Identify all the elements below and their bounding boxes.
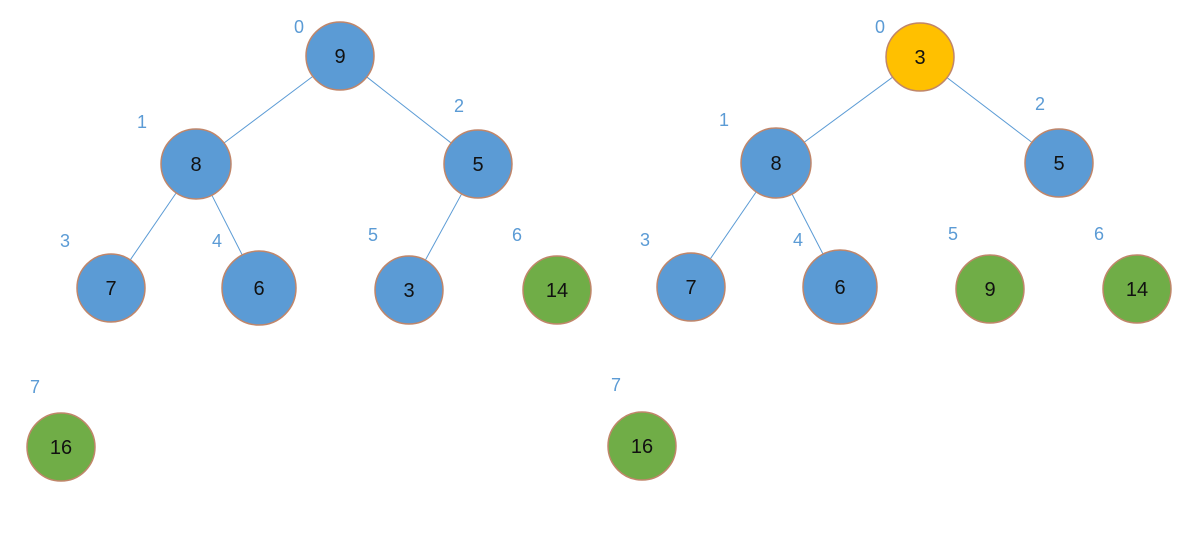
node-value: 8 bbox=[190, 154, 201, 176]
heap-node: 81 bbox=[719, 110, 812, 199]
node-value: 16 bbox=[50, 437, 72, 459]
edge-0-1 bbox=[803, 76, 893, 143]
heap-node: 81 bbox=[137, 112, 232, 200]
heap-node: 16 7 bbox=[607, 375, 677, 481]
edge-1-4 bbox=[211, 194, 243, 256]
node-index-label: 3 bbox=[640, 230, 650, 250]
node-value: 7 bbox=[685, 277, 696, 299]
node-index-label: 6 bbox=[512, 225, 522, 245]
heap-node: 73 bbox=[60, 231, 146, 323]
node-circle bbox=[1024, 128, 1094, 198]
node-value: 8 bbox=[770, 153, 781, 175]
heap-node: 35 bbox=[368, 225, 444, 325]
node-index-label: 0 bbox=[294, 17, 304, 37]
node-index-label: 2 bbox=[1035, 94, 1045, 114]
heap-node: 16 7 bbox=[26, 377, 96, 482]
node-circle bbox=[656, 252, 726, 322]
node-value: 6 bbox=[253, 278, 264, 300]
node-circle bbox=[26, 412, 96, 482]
node-index-label: 1 bbox=[137, 112, 147, 132]
edge-2-5 bbox=[424, 193, 463, 261]
edge-0-2 bbox=[366, 76, 452, 144]
node-value: 9 bbox=[334, 46, 345, 68]
node-value: 3 bbox=[403, 280, 414, 302]
node-circle bbox=[802, 249, 878, 325]
heap-node: 64 bbox=[793, 230, 878, 325]
node-circle bbox=[221, 250, 297, 326]
node-index-label: 6 bbox=[1094, 224, 1104, 244]
node-index-label: 7 bbox=[30, 377, 40, 397]
heap-node: 52 bbox=[1024, 94, 1094, 198]
heap-node: 95 bbox=[948, 224, 1025, 324]
node-index-label: 2 bbox=[454, 96, 464, 116]
node-value: 16 bbox=[631, 436, 653, 458]
node-value: 6 bbox=[834, 277, 845, 299]
node-circle bbox=[374, 255, 444, 325]
node-value: 7 bbox=[105, 278, 116, 300]
node-index-label: 7 bbox=[611, 375, 621, 395]
edge-1-3 bbox=[709, 191, 757, 260]
node-value: 5 bbox=[1053, 153, 1064, 175]
node-circle bbox=[160, 128, 232, 200]
heap-node: 52 bbox=[443, 96, 513, 199]
node-index-label: 3 bbox=[60, 231, 70, 251]
node-index-label: 4 bbox=[793, 230, 803, 250]
node-circle bbox=[522, 255, 592, 325]
node-value: 5 bbox=[472, 154, 483, 176]
edge-1-4 bbox=[791, 193, 824, 255]
node-value: 14 bbox=[546, 280, 568, 302]
heap-node: 73 bbox=[640, 230, 726, 322]
node-index-label: 0 bbox=[875, 17, 885, 37]
heap-node: 30 bbox=[875, 17, 955, 92]
node-circle bbox=[443, 129, 513, 199]
heap-node: 14 6 bbox=[512, 225, 592, 325]
edge-1-3 bbox=[129, 192, 177, 261]
node-value: 3 bbox=[914, 47, 925, 69]
node-index-label: 5 bbox=[948, 224, 958, 244]
heap-node: 64 bbox=[212, 231, 297, 326]
node-index-label: 1 bbox=[719, 110, 729, 130]
heap-node: 14 6 bbox=[1094, 224, 1172, 324]
node-index-label: 4 bbox=[212, 231, 222, 251]
node-circle bbox=[1102, 254, 1172, 324]
edge-0-2 bbox=[946, 77, 1033, 143]
node-index-label: 5 bbox=[368, 225, 378, 245]
node-circle bbox=[76, 253, 146, 323]
heap-node: 90 bbox=[294, 17, 375, 91]
node-circle bbox=[607, 411, 677, 481]
node-value: 9 bbox=[984, 279, 995, 301]
edge-0-1 bbox=[223, 76, 314, 144]
node-value: 14 bbox=[1126, 279, 1148, 301]
node-circle bbox=[305, 21, 375, 91]
node-circle bbox=[955, 254, 1025, 324]
node-circle bbox=[885, 22, 955, 92]
node-circle bbox=[740, 127, 812, 199]
